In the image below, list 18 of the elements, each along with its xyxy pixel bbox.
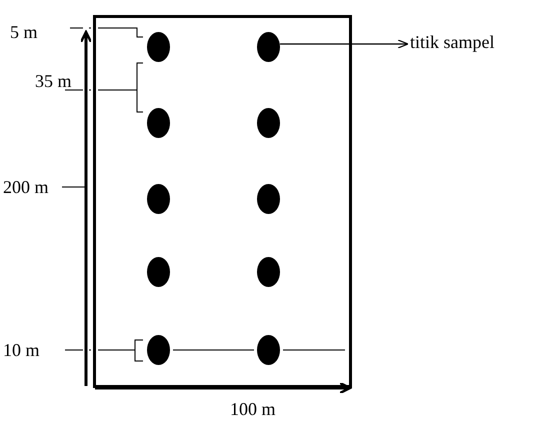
sample-point: [257, 108, 280, 138]
dimension-label: 10 m: [3, 341, 40, 359]
sample-point: [147, 108, 170, 138]
sample-point: [147, 32, 170, 62]
plot-boundary: [93, 15, 352, 388]
sample-point: [257, 32, 280, 62]
point-label: titik sampel: [410, 33, 494, 51]
sample-point: [147, 257, 170, 287]
sample-point: [257, 257, 280, 287]
sample-point: [147, 335, 170, 365]
dimension-label: 200 m: [3, 178, 49, 196]
dimension-label: 35 m: [35, 72, 72, 90]
sample-point: [147, 184, 170, 214]
arrow: [280, 39, 409, 49]
sample-point: [257, 335, 280, 365]
dimension-label: 5 m: [10, 23, 38, 41]
dimension-label: 100 m: [230, 400, 276, 418]
sample-point: [257, 184, 280, 214]
